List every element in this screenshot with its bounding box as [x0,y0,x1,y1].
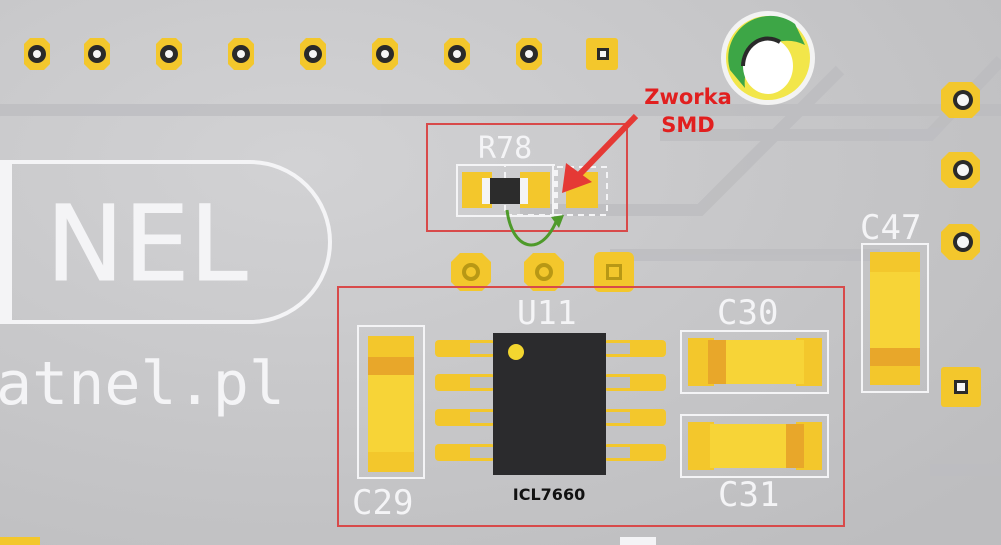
c29-designator: C29 [352,483,413,523]
header-pin [516,38,542,70]
header-pin-square [586,38,618,70]
r78-designator: R78 [478,131,532,166]
r78-highlight-box [426,123,628,232]
right-pin-square [941,367,981,407]
u11-group: U11 ICL7660 C29 C30 [337,286,845,527]
header-pin [24,38,50,70]
u11-highlight-box [337,286,845,527]
c31-designator: C31 [718,475,779,515]
header-pin [84,38,110,70]
callout-arrow [562,113,639,193]
u11-part-label: ICL7660 [513,485,585,504]
via [524,253,564,291]
r78-group: R78 [426,123,628,247]
header-pin [156,38,182,70]
green-curve-arrow [505,209,558,247]
vias [451,252,634,292]
ground-wire-hole [721,11,815,105]
logo-text: NEL [46,183,248,305]
pin1-marker [508,344,524,360]
header-pin [444,38,470,70]
callout-line1: Zworka [644,85,732,109]
bottom-pad [0,537,40,545]
c47-group: C47 [860,208,929,393]
c47-designator: C47 [860,208,921,248]
right-pins [941,82,981,407]
right-pin [941,82,980,118]
callout-line2: SMD [661,113,714,137]
pin-header-top [24,38,618,70]
u11-designator: U11 [517,293,577,332]
copper-traces [0,55,1001,476]
c30-designator: C30 [717,293,778,333]
logo: NEL atnel.pl [0,160,332,419]
url-text: atnel.pl [0,349,285,419]
header-pin [300,38,326,70]
header-pin [228,38,254,70]
via-square [594,252,634,292]
via [451,253,491,291]
right-pin [941,152,980,188]
header-pin [372,38,398,70]
right-pin [941,224,980,260]
bottom-silk-mark [620,537,656,545]
